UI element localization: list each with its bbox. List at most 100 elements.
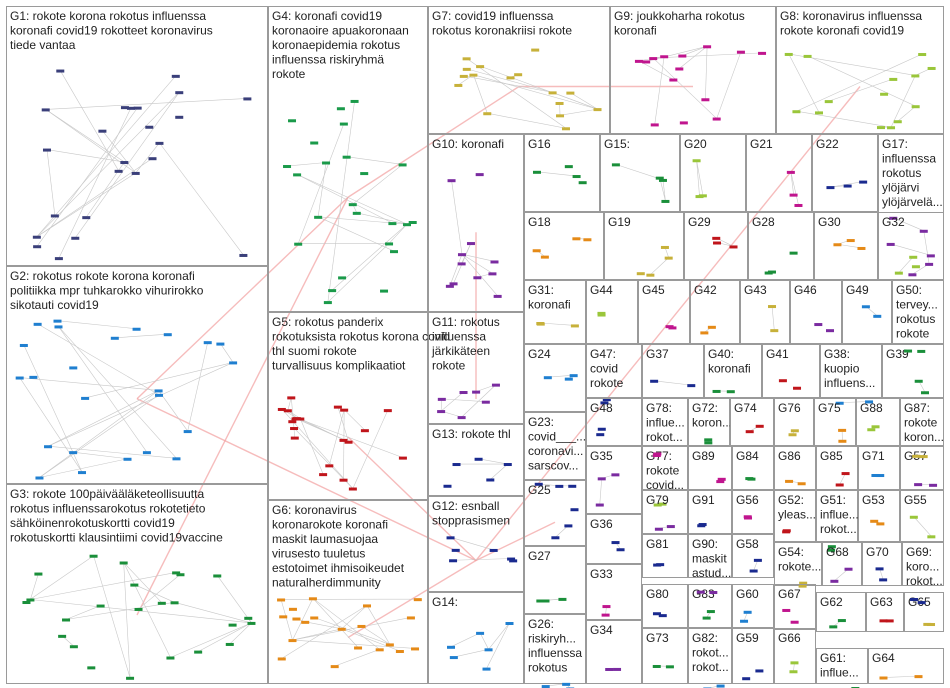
- group-label-line: rokotus influenssarokotus rokotetieto: [10, 502, 206, 516]
- vertex-mark: [22, 601, 31, 605]
- intra-edge: [30, 599, 252, 624]
- vertex-mark: [784, 52, 793, 56]
- vertex-mark: [53, 319, 62, 323]
- group-label-line: koronafi: [708, 362, 751, 376]
- group-label-line: G64: [872, 651, 895, 665]
- vertex-mark: [893, 120, 902, 124]
- group-box: [642, 344, 704, 398]
- vertex-mark: [653, 503, 662, 507]
- group-label-line: rokotuksista rokotus korona covid: [272, 330, 450, 344]
- group-g61: G61:influe...: [816, 648, 868, 688]
- group-box: [774, 398, 814, 446]
- vertex-mark: [917, 349, 926, 353]
- vertex-mark: [437, 410, 446, 414]
- group-label-line: G38:: [824, 347, 850, 361]
- vertex-mark: [873, 314, 882, 318]
- group-label-line: G52:: [778, 493, 804, 507]
- vertex-mark: [323, 301, 332, 305]
- intra-edge: [123, 562, 171, 658]
- vertex-mark: [413, 598, 422, 602]
- vertex-mark: [918, 53, 927, 57]
- vertex-mark: [566, 91, 575, 95]
- intra-edge: [39, 390, 159, 478]
- group-label-line: G74: [734, 401, 757, 415]
- intra-edge: [287, 397, 292, 411]
- vertex-mark: [277, 407, 286, 411]
- inter-group-edge: [136, 196, 349, 616]
- vertex-mark: [830, 579, 839, 583]
- group-g53: G53: [858, 490, 900, 542]
- vertex-mark: [789, 670, 798, 674]
- vertex-mark: [601, 613, 610, 617]
- intra-edge: [352, 410, 389, 489]
- group-g32: G32: [878, 212, 944, 280]
- group-label-line: kuopio: [824, 362, 860, 376]
- vertex-mark: [26, 598, 35, 602]
- vertex-mark: [34, 572, 43, 576]
- intra-edge: [46, 149, 56, 216]
- vertex-mark: [555, 101, 564, 105]
- vertex-mark: [655, 176, 664, 180]
- group-box: [902, 542, 944, 586]
- vertex-mark: [288, 607, 297, 611]
- vertex-mark: [833, 243, 842, 247]
- vertex-mark: [695, 195, 704, 199]
- vertex-mark: [857, 246, 866, 250]
- group-box: [642, 490, 688, 534]
- vertex-mark: [507, 557, 516, 561]
- group-g17: G17:influenssarokotusylöjärviylöjärvelä.…: [878, 134, 944, 280]
- group-label-line: coronavi...: [528, 444, 583, 458]
- vertex-mark: [876, 126, 885, 130]
- vertex-mark: [488, 272, 497, 276]
- intra-edge: [26, 555, 94, 603]
- group-box: [428, 592, 524, 684]
- vertex-mark: [764, 271, 773, 275]
- vertex-mark: [514, 73, 523, 77]
- vertex-mark: [704, 441, 713, 445]
- vertex-mark: [923, 622, 932, 626]
- intra-edge: [453, 558, 512, 561]
- intra-edge: [361, 625, 391, 645]
- vertex-mark: [81, 396, 90, 400]
- vertex-mark: [844, 567, 853, 571]
- intra-edge: [174, 602, 252, 624]
- vertex-mark: [814, 111, 823, 115]
- group-label-line: G34: [590, 623, 613, 637]
- group-label-line: koro...: [906, 560, 939, 574]
- group-label-line: G35: [590, 449, 613, 463]
- group-label-line: G55: [904, 493, 927, 507]
- group-label-line: G24: [528, 347, 551, 361]
- intra-edge: [654, 380, 692, 386]
- vertex-mark: [437, 397, 446, 401]
- vertex-mark: [558, 597, 567, 601]
- intra-edge: [388, 223, 408, 244]
- group-box: [586, 514, 642, 564]
- group-label-line: ylöjärvelä...: [882, 195, 943, 209]
- group-label-line: G25: [528, 483, 551, 497]
- vertex-mark: [194, 650, 203, 654]
- inter-group-edge: [347, 436, 477, 562]
- group-label-line: G61:: [820, 651, 846, 665]
- group-g40: G40:koronafi: [704, 344, 762, 398]
- vertex-mark: [729, 245, 738, 249]
- group-box: [814, 212, 878, 280]
- group-box: [842, 280, 892, 344]
- vertex-mark: [653, 452, 662, 456]
- vertex-mark: [475, 173, 484, 177]
- vertex-mark: [225, 642, 234, 646]
- group-box: [774, 628, 816, 684]
- intra-edge: [47, 362, 234, 447]
- vertex-mark: [120, 106, 129, 110]
- vertex-mark: [658, 178, 667, 182]
- vertex-mark: [457, 262, 466, 266]
- intra-edge: [19, 377, 159, 391]
- group-g41: G41: [762, 344, 820, 398]
- intra-edge: [293, 427, 354, 489]
- group-g39: G39: [882, 344, 944, 398]
- group-box: [680, 134, 746, 212]
- group-box: [816, 592, 866, 632]
- vertex-mark: [911, 105, 920, 109]
- vertex-mark: [398, 163, 407, 167]
